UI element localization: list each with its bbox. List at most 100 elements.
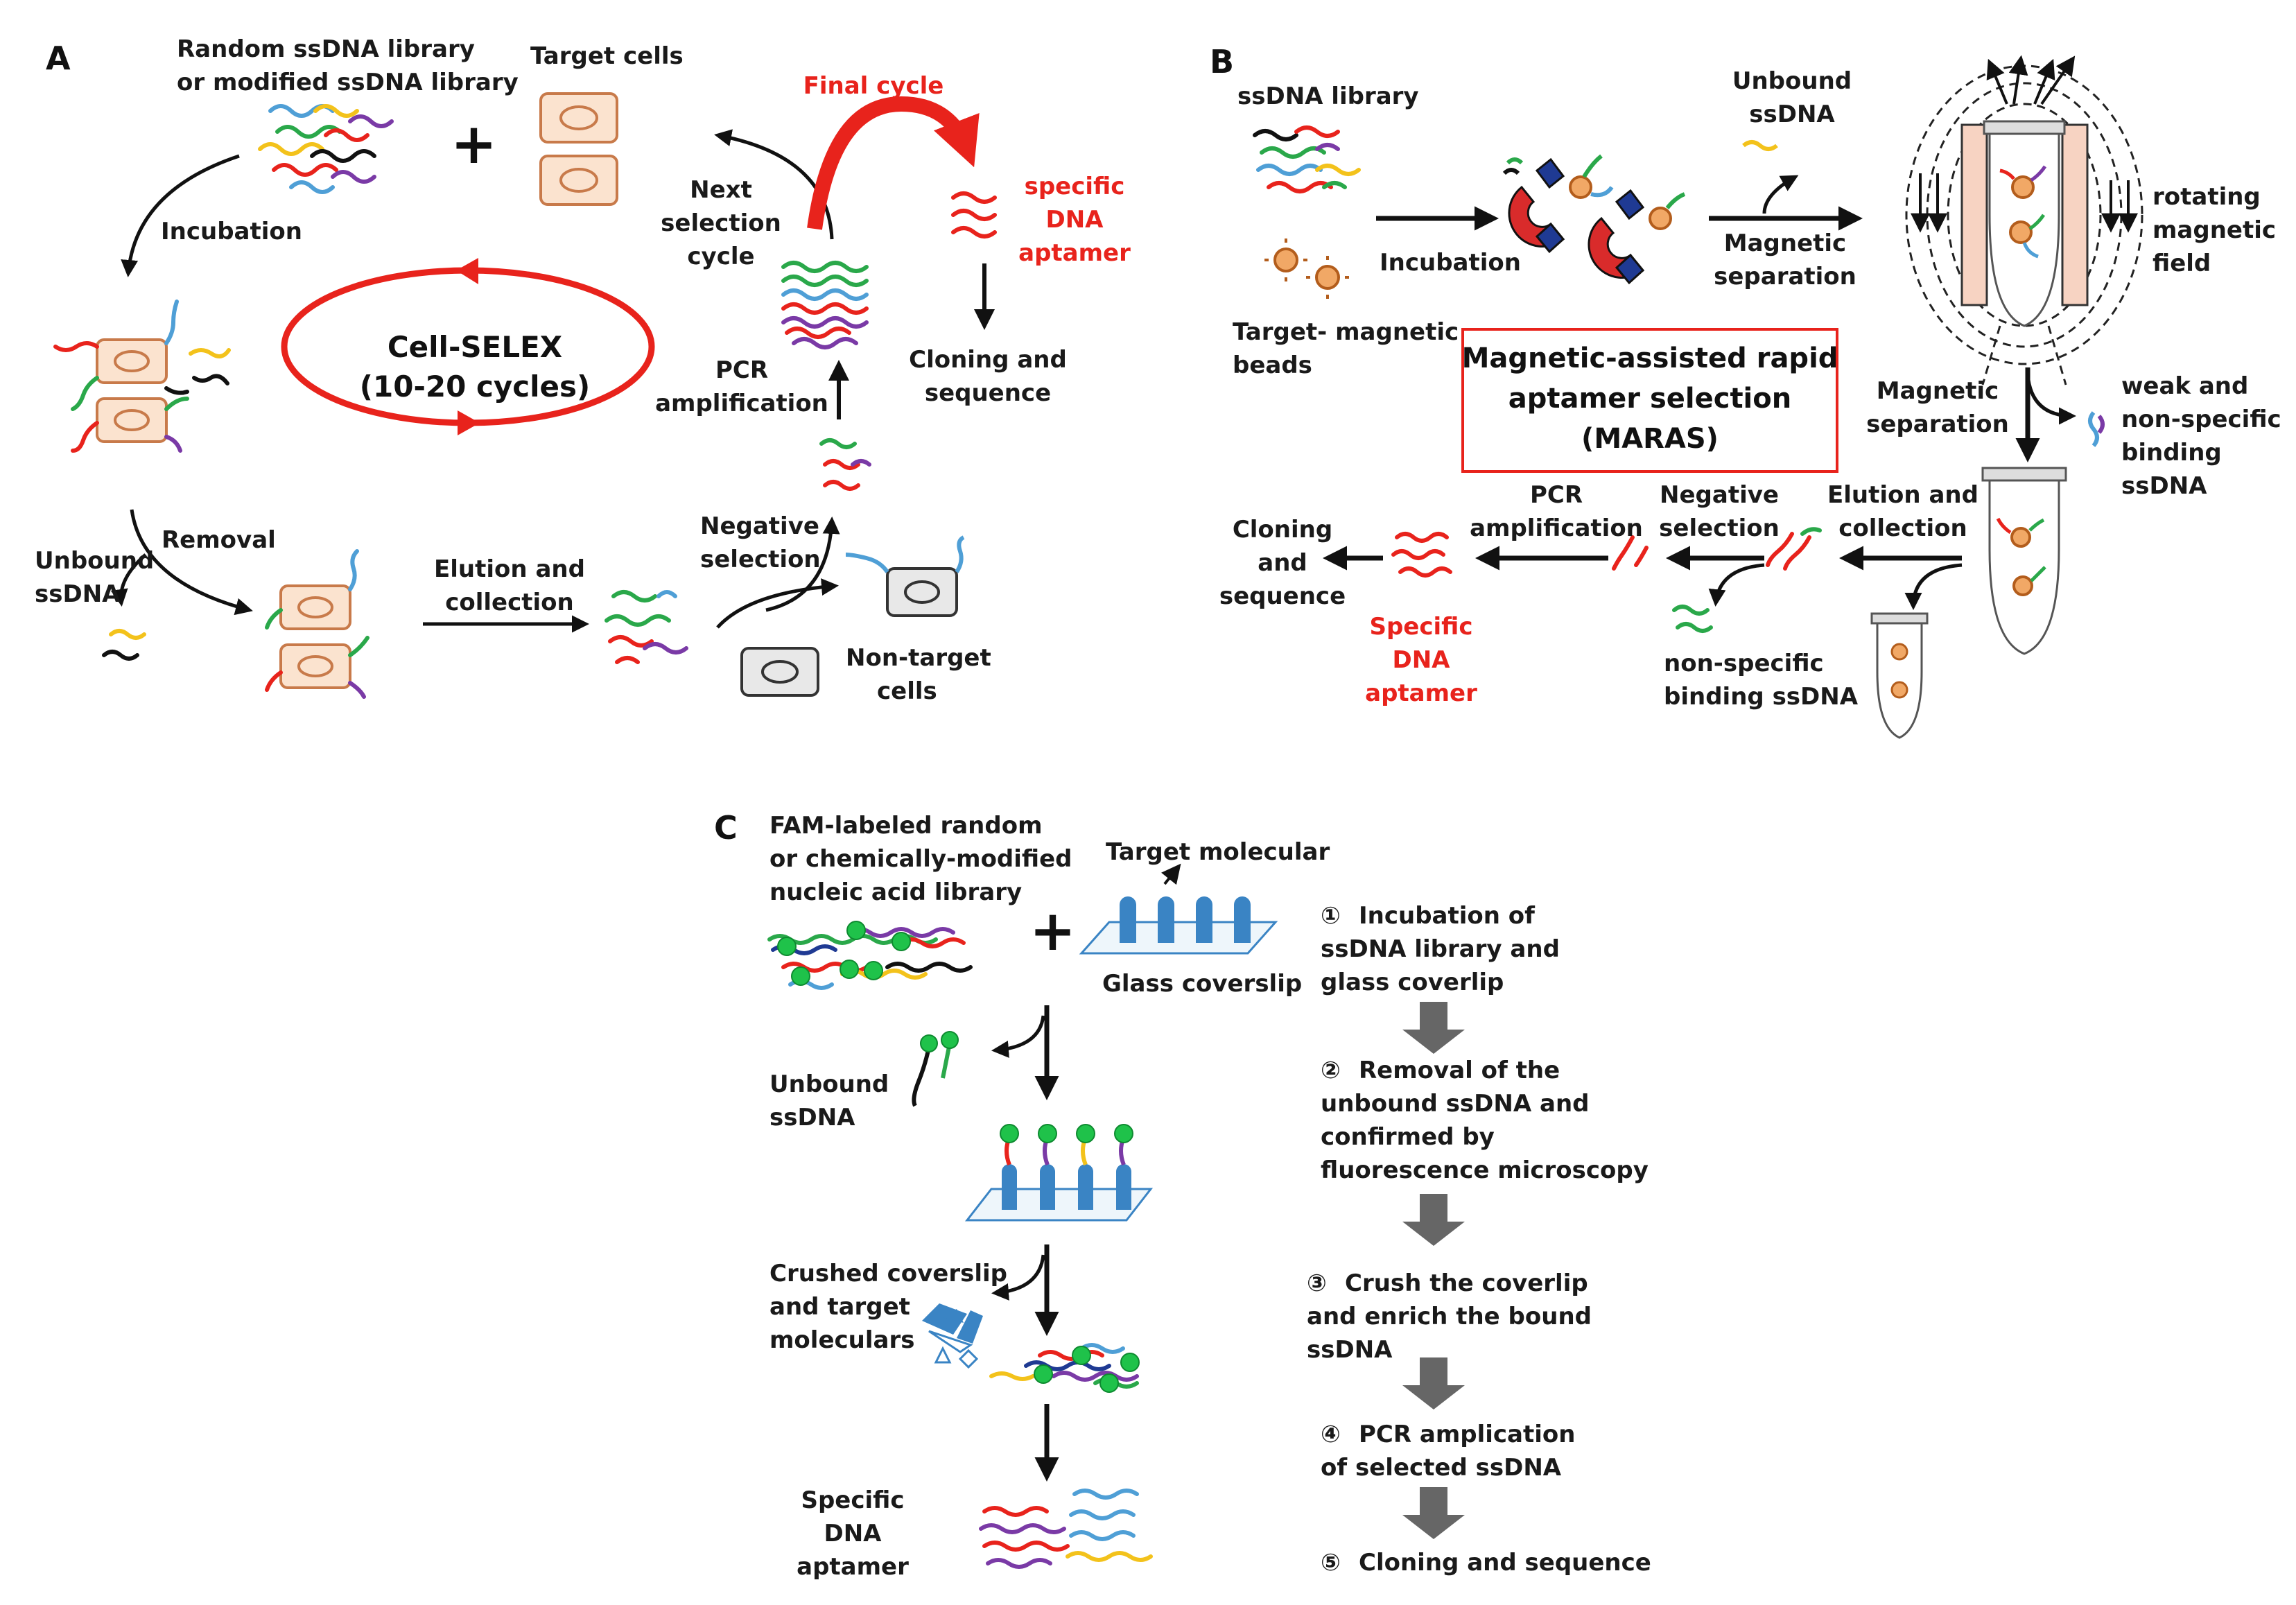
- panel-a-letter: A: [46, 40, 71, 77]
- c-step-3-line-3: ssDNA: [1307, 1336, 1393, 1364]
- a-negative-label-2: selection: [700, 546, 821, 573]
- b-weak-label-2: non-specific: [2121, 406, 2281, 433]
- b-cloning-label-3: sequence: [1219, 582, 1346, 610]
- b-weak-label-1: weak and: [2121, 372, 2248, 400]
- a-ssdna-library: [258, 104, 394, 194]
- c-step-arrow-2: [1402, 1194, 1465, 1246]
- c-step-arrow-4: [1402, 1487, 1465, 1539]
- b-ssdna-library: [1253, 125, 1361, 193]
- c-crushed-arrow: [991, 1254, 1045, 1301]
- a-plus: +: [451, 112, 497, 176]
- b-nonspec-arrow: [1708, 563, 1765, 607]
- a-library-label-2: or modified ssDNA library: [177, 69, 519, 96]
- a-nontarget-cells: [740, 535, 965, 697]
- a-removal-arrow: [130, 509, 253, 616]
- c-target-pointer: [1161, 863, 1181, 885]
- c-unbound-label-2: ssDNA: [769, 1104, 855, 1131]
- c-library-label-1: FAM-labeled random: [769, 812, 1043, 840]
- c-step-5-line-1: Cloning and sequence: [1359, 1549, 1651, 1577]
- a-unbound-label-2: ssDNA: [35, 580, 121, 608]
- b-eluted-strands: [1766, 527, 1822, 571]
- c-step-2-line-1: Removal of the: [1359, 1057, 1560, 1084]
- b-rotating-label-3: field: [2152, 250, 2211, 277]
- a-eluted-strands: [605, 590, 688, 664]
- a-next-label-1: Next: [690, 176, 752, 204]
- b-specific-label-3: aptamer: [1365, 679, 1477, 707]
- c-step-2-line-3: confirmed by: [1321, 1123, 1495, 1151]
- c-crushed-pieces: [922, 1303, 983, 1369]
- c-enriched-strands: [989, 1343, 1140, 1393]
- c-step-2-line-4: fluorescence microscopy: [1321, 1156, 1649, 1184]
- b-maras-label-3: (MARAS): [1581, 423, 1719, 455]
- c-crushed-label-2: and target: [769, 1293, 910, 1321]
- b-collection-tube: [1981, 467, 2067, 655]
- a-next-label-2: selection: [661, 209, 781, 237]
- a-cloning-label-1: Cloning and: [909, 346, 1067, 374]
- c-step-5: ⑤ Cloning and sequence: [1321, 1549, 1651, 1577]
- b-magsep2-label-1: Magnetic: [1877, 377, 1999, 405]
- b-magnet-icon: [1502, 154, 1614, 254]
- a-specific-label-3: aptamer: [1018, 239, 1131, 267]
- b-unbound-label-2: ssDNA: [1749, 101, 1835, 128]
- a-nontarget-label-2: cells: [877, 677, 937, 705]
- b-discard-tube: [1870, 612, 1929, 739]
- a-unbound-label-1: Unbound: [35, 547, 154, 575]
- c-specific-label-3: aptamer: [797, 1553, 909, 1581]
- a-nontarget-arrow: [716, 578, 839, 629]
- b-negative-label-2: selection: [1659, 514, 1780, 542]
- c-bound-coverslip: [964, 1124, 1154, 1222]
- c-specific-aptamer: [979, 1489, 1153, 1569]
- c-step-3-line-1: Crush the coverlip: [1345, 1269, 1588, 1297]
- b-beads-label-2: beads: [1233, 352, 1312, 379]
- c-step-arrow-3: [1402, 1357, 1465, 1409]
- b-weak-label-4: ssDNA: [2121, 472, 2207, 500]
- a-specific-label-1: specific: [1025, 173, 1125, 200]
- c-step-4-line-2: of selected ssDNA: [1321, 1454, 1562, 1482]
- a-bound-cells: [53, 300, 231, 453]
- c-step-2-number: ②: [1321, 1057, 1341, 1084]
- a-pcr-label-1: PCR: [715, 356, 768, 384]
- b-rotating-label-2: magnetic: [2152, 216, 2276, 244]
- c-plus: +: [1029, 899, 1076, 963]
- b-nonspec-label-1: non-specific: [1664, 650, 1824, 677]
- c-crushed-label-3: moleculars: [769, 1326, 914, 1354]
- b-magnetic-beads: [1264, 238, 1349, 299]
- a-negative-arrow: [765, 517, 840, 612]
- b-maras-box: [1461, 328, 1838, 473]
- panel-a: A Random ssDNA library or modified ssDNA…: [35, 35, 1131, 705]
- a-next-label-3: cycle: [687, 243, 754, 270]
- b-weak-strand-1: [2088, 411, 2099, 447]
- a-removal-label: Removal: [162, 526, 276, 554]
- c-library-label-2: or chemically-modified: [769, 845, 1072, 873]
- c-step-4-line-1: PCR amplication: [1359, 1421, 1575, 1448]
- c-step-1-line-1: Incubation of: [1359, 902, 1536, 930]
- c-step-1: ① Incubation of ssDNA library and glass …: [1321, 902, 1560, 996]
- b-elution-label-1: Elution and: [1827, 481, 1978, 509]
- c-library-label-3: nucleic acid library: [769, 878, 1022, 906]
- panel-c-letter: C: [714, 809, 738, 847]
- c-step-2: ② Removal of the unbound ssDNA and confi…: [1321, 1057, 1649, 1184]
- a-nontarget-label-1: Non-target: [846, 644, 991, 672]
- b-magsep-label-2: separation: [1714, 263, 1856, 290]
- b-rotating-field-apparatus: [1905, 55, 2143, 385]
- a-target-cells: [539, 92, 618, 206]
- b-elution-label-2: collection: [1838, 514, 1967, 542]
- b-weak-arrow: [2026, 374, 2076, 425]
- c-unbound-arrow: [991, 1015, 1045, 1058]
- c-glass-label: Glass coverslip: [1102, 970, 1302, 998]
- b-rotating-label-1: rotating: [2152, 183, 2261, 211]
- c-step-1-number: ①: [1321, 902, 1341, 930]
- b-specific-label-2: DNA: [1393, 646, 1451, 674]
- c-crushed-label-1: Crushed coverslip: [769, 1260, 1007, 1287]
- panel-b-letter: B: [1210, 43, 1234, 80]
- b-magsep-label-1: Magnetic: [1724, 229, 1846, 257]
- panel-c: C FAM-labeled random or chemically-modif…: [714, 809, 1651, 1581]
- b-specific-label-1: Specific: [1369, 613, 1472, 641]
- c-specific-label-1: Specific: [801, 1486, 904, 1514]
- c-fam-library: [767, 921, 973, 990]
- b-weak-strand-2: [2097, 415, 2105, 434]
- a-cloning-label-2: sequence: [925, 379, 1051, 407]
- b-selected-strands: [1612, 535, 1649, 571]
- b-nonspec-label-2: binding ssDNA: [1664, 683, 1859, 711]
